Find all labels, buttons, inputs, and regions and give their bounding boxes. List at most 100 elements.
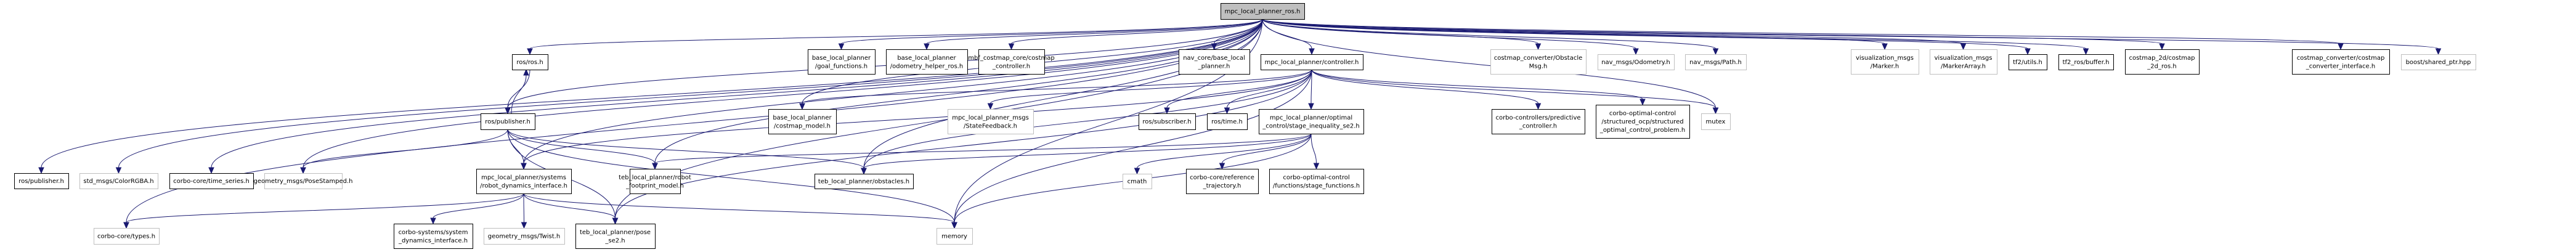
node-label: /odometry_helper_ros.h (890, 63, 963, 70)
edge-root-to-markerarray (1262, 18, 1967, 51)
node-box (1269, 169, 1364, 194)
node-label: /costmap_model.h (774, 123, 831, 129)
edge-line (926, 18, 1263, 44)
node-publisher-mid[interactable]: ros/publisher.h (481, 113, 535, 130)
node-root[interactable]: mpc_local_planner_ros.h (1221, 3, 1305, 20)
arrowhead-icon (521, 163, 527, 170)
node-label: teb_local_planner/pose (580, 229, 651, 236)
node-robot-footprint[interactable]: teb_local_planner/robot_footprint_model.… (619, 169, 691, 194)
node-box (264, 173, 343, 189)
node-costmap-2d[interactable]: costmap_2d/costmap_2d_ros.h (2125, 49, 2200, 75)
node-twist: geometry_msgs/Twist.h (484, 228, 565, 245)
node-box (815, 174, 914, 189)
node-label: corbo-systems/system (399, 229, 468, 236)
edge-line (303, 129, 508, 168)
node-label: _trajectory.h (1203, 182, 1241, 189)
node-odometry-helper[interactable]: base_local_planner/odometry_helper_ros.h (886, 49, 968, 75)
edge-line (1262, 18, 1636, 49)
node-label: _controller.h (992, 63, 1030, 70)
node-box (1186, 169, 1259, 194)
node-label: /MarkerArray.h (1941, 63, 1986, 70)
node-label: tf2_ros/buffer.h (2063, 59, 2110, 66)
node-box (1207, 113, 1248, 130)
node-statefeedback: mpc_local_planner_msgs/StateFeedback.h (948, 109, 1034, 134)
node-box (484, 228, 565, 245)
edge-robot_dynamics-to-pose_se2 (523, 193, 619, 225)
node-ros-time[interactable]: ros/time.h (1207, 113, 1248, 130)
node-predictive[interactable]: corbo-controllers/predictive_controller.… (1492, 109, 1585, 134)
arrowhead-icon (1164, 107, 1170, 115)
arrowhead-icon (1313, 163, 1320, 170)
arrowhead-icon (2435, 48, 2442, 55)
node-stage-functions[interactable]: corbo-optimal-control/functions/stage_fu… (1269, 169, 1364, 194)
node-box (1259, 109, 1364, 134)
node-nav-core[interactable]: nav_core/base_local_planner.h (1179, 49, 1250, 75)
node-tf2-buffer[interactable]: tf2_ros/buffer.h (2058, 54, 2114, 70)
node-label: _dynamics_interface.h (398, 237, 468, 244)
node-label: /robot_dynamics_interface.h (480, 182, 567, 189)
arrowhead-icon (505, 107, 511, 115)
edge-root-to-odometry (1262, 18, 1639, 55)
node-box (94, 228, 160, 245)
node-marker: visualization_msgs/Marker.h (1851, 49, 1919, 75)
node-time-series[interactable]: corbo-core/time_series.h (169, 173, 254, 189)
node-costmap-converter[interactable]: costmap_converter/costmap_converter_inte… (2292, 49, 2390, 75)
edge-line (523, 18, 1263, 164)
node-label: teb_local_planner/robot (619, 174, 691, 181)
node-structured-ocp[interactable]: corbo-optimal-control/structured_ocp/str… (1596, 105, 1690, 139)
edge-line (1262, 18, 1716, 49)
edge-publisher_mid-to-posestamped (300, 129, 508, 174)
node-stage-ineq[interactable]: mpc_local_planner/optimal_control/stage_… (1259, 109, 1364, 134)
edge-publisher_mid-to-robot_footprint (507, 129, 658, 170)
node-ref-traj[interactable]: corbo-core/reference_trajectory.h (1186, 169, 1259, 194)
arrowhead-icon (2025, 48, 2031, 55)
node-label: mpc_local_planner/controller.h (1265, 59, 1359, 66)
node-controller[interactable]: mpc_local_planner/controller.h (1261, 54, 1363, 70)
node-tf2-utils[interactable]: tf2/utils.h (2009, 54, 2047, 70)
node-system-dynamics[interactable]: corbo-systems/system_dynamics_interface.… (394, 224, 473, 249)
node-costmap-model[interactable]: base_local_planner/costmap_model.h (768, 109, 837, 134)
edge-line (802, 69, 1312, 104)
edge-line (211, 18, 1263, 168)
arrowhead-icon (924, 43, 930, 51)
arrowhead-icon (951, 222, 957, 229)
node-obstacles[interactable]: teb_local_planner/obstacles.h (815, 174, 914, 189)
node-publisher-left[interactable]: ros/publisher.h (14, 173, 69, 189)
node-ros-ros[interactable]: ros/ros.h (512, 54, 548, 70)
edge-controller-to-predictive (1311, 69, 1542, 110)
node-box (1123, 174, 1152, 189)
node-label: _footprint_model.h (625, 182, 684, 189)
edge-root-to-colorrgba (115, 18, 1263, 174)
node-label: costmap_2d/costmap (2129, 55, 2195, 62)
node-box (1490, 49, 1587, 75)
node-label: mpc_local_planner_msgs (952, 115, 1029, 121)
node-box (1930, 49, 1997, 75)
arrowhead-icon (123, 222, 129, 229)
edge-line (126, 193, 524, 223)
edge-line (954, 69, 1312, 223)
node-cmath: cmath (1123, 174, 1152, 189)
edge-line (1262, 18, 2439, 49)
edge-line (507, 129, 864, 169)
node-box (2292, 49, 2390, 75)
edge-ros_ros-to-publisher_mid (505, 69, 530, 115)
edge-line (1311, 69, 1716, 108)
edge-stage_ineq-to-obstacles (861, 133, 1312, 175)
node-label: costmap_converter/costmap (2297, 55, 2385, 62)
node-subscriber[interactable]: ros/subscriber.h (1139, 113, 1196, 130)
node-robot-dynamics[interactable]: mpc_local_planner/systems/robot_dynamics… (476, 169, 572, 194)
edge-line (433, 193, 524, 219)
edge-controller-to-mutex (1311, 69, 1719, 115)
node-box (2009, 54, 2047, 70)
node-mbf-costmap[interactable]: mbf_costmap_core/costmap_controller.h (968, 49, 1055, 75)
arrowhead-icon (838, 43, 845, 51)
node-pose-se2[interactable]: teb_local_planner/pose_se2.h (575, 224, 656, 249)
node-goal-functions[interactable]: base_local_planner/goal_functions.h (808, 49, 876, 75)
arrowhead-icon (987, 103, 994, 110)
edge-root-to-goal_functions (838, 18, 1263, 51)
node-box (978, 49, 1045, 75)
node-label: mpc_local_planner/optimal (1270, 115, 1352, 121)
edge-line (990, 69, 1312, 104)
edge-controller-to-costmap_model (799, 69, 1312, 110)
